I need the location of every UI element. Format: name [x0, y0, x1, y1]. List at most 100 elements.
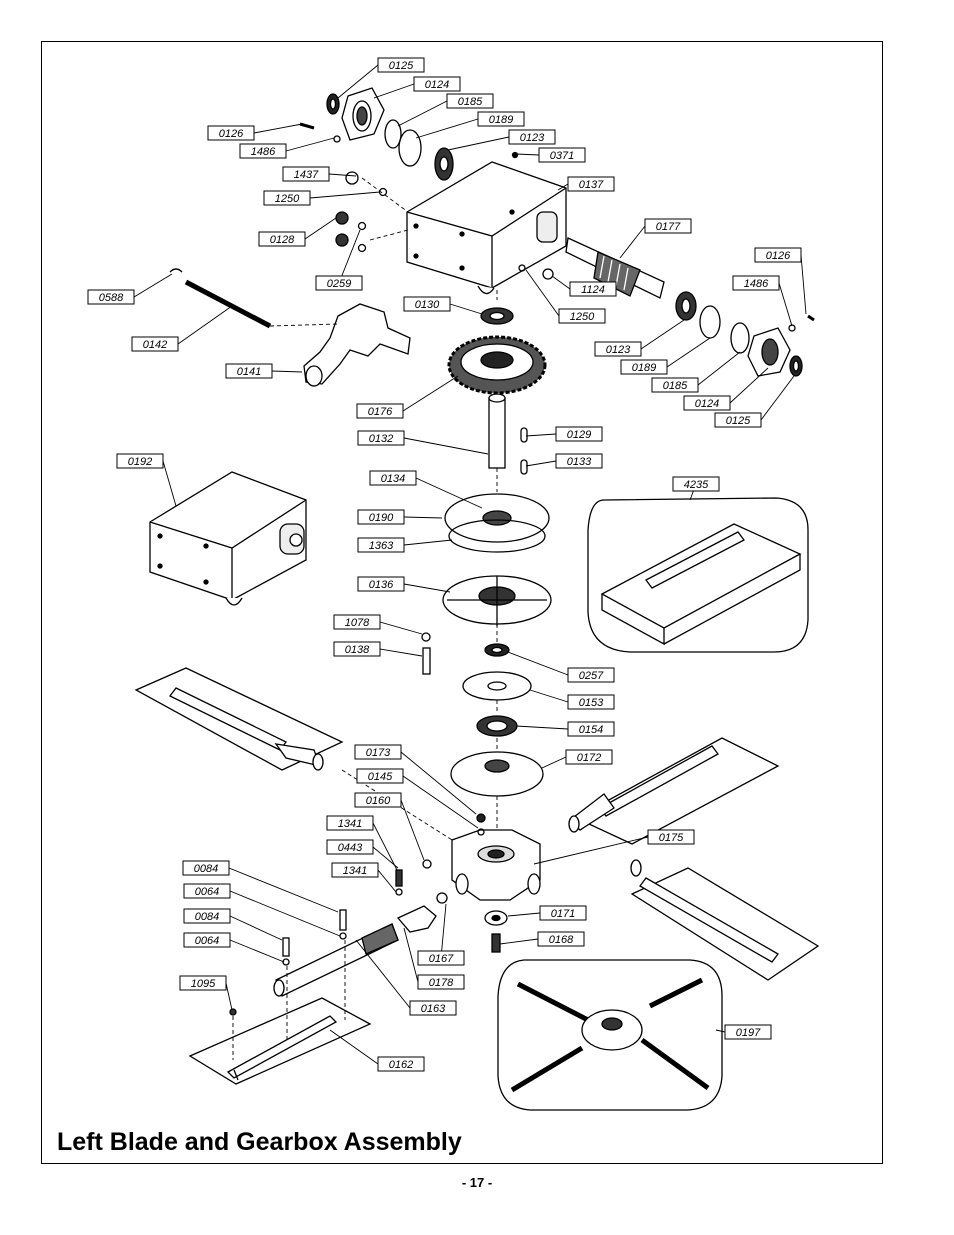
part-label-box [131, 336, 179, 352]
rod-0142 [184, 279, 272, 329]
washer-0167 [436, 892, 448, 904]
blade-lower-right [630, 859, 820, 981]
part-label-text: 0128 [270, 234, 295, 246]
part-label-text: 0132 [369, 433, 393, 445]
leader-line [515, 725, 569, 730]
seal-0125-side [789, 355, 803, 377]
seal-0125-top [326, 93, 340, 115]
part-label-text: 0153 [579, 697, 604, 709]
pin-1095 [229, 1008, 237, 1016]
screw-0126-side [807, 314, 815, 322]
part-label-text: 1486 [251, 146, 276, 158]
pulley-0172 [450, 751, 544, 797]
part-callout-0163: 0163 [355, 939, 457, 1016]
leader-line [402, 375, 459, 412]
part-label-box [644, 218, 692, 234]
part-callout-0125: 0125 [714, 375, 795, 428]
worm-shaft-0177 [565, 237, 665, 299]
gasket-0185-side [730, 322, 750, 354]
part-label-box [331, 862, 379, 878]
leader-line [271, 370, 303, 373]
part-label-text: 0123 [520, 132, 545, 144]
leader-line [329, 1029, 379, 1065]
leader-line [228, 867, 339, 913]
part-label-text: 0125 [389, 60, 414, 72]
fork-0141 [303, 303, 411, 387]
washer-1341 [395, 888, 403, 896]
part-callout-0173: 0173 [354, 744, 477, 815]
part-label-box [409, 1000, 457, 1016]
leader-line [379, 621, 423, 635]
part-label-text: 0129 [567, 429, 591, 441]
leader-line [373, 83, 415, 99]
leader-line [415, 477, 483, 509]
leader-line [372, 822, 398, 871]
part-callout-1486: 1486 [239, 137, 335, 159]
part-callout-0125: 0125 [337, 57, 425, 99]
part-label-box [357, 430, 405, 446]
leader-line [337, 64, 379, 99]
leader-line [715, 1029, 726, 1033]
part-label-box [239, 143, 287, 159]
part-label-box [683, 395, 731, 411]
part-callout-1363: 1363 [357, 537, 453, 553]
leader-line [449, 303, 483, 315]
plug-0371 [511, 151, 519, 159]
part-label-box [567, 721, 615, 737]
part-callout-0126: 0126 [754, 247, 807, 315]
bearing-cap-0124-top [341, 87, 385, 141]
part-label-text: 0145 [368, 771, 393, 783]
part-label-text: 0172 [577, 752, 601, 764]
part-callout-0130: 0130 [403, 296, 483, 315]
bolt-0084b [282, 937, 290, 957]
part-label-box [594, 341, 642, 357]
screw-0126-top [299, 122, 315, 130]
leader-line [285, 137, 335, 152]
part-label-box [620, 359, 668, 375]
part-label-text: 0137 [579, 179, 604, 191]
part-label-box [87, 289, 135, 305]
nut-1124 [542, 268, 554, 280]
part-label-box [538, 147, 586, 163]
leader-line [403, 437, 489, 455]
part-callout-1250: 1250 [263, 190, 381, 206]
part-callout-0129: 0129 [525, 426, 603, 442]
screw-0168 [491, 933, 501, 953]
part-callout-0259: 0259 [315, 229, 363, 291]
part-label-box [183, 908, 231, 924]
part-label-box [357, 576, 405, 592]
part-callout-0371: 0371 [515, 147, 586, 163]
part-label-text: 1363 [369, 540, 394, 552]
part-label-text: 0176 [368, 406, 393, 418]
part-label-box [183, 883, 231, 899]
part-label-text: 1095 [191, 978, 216, 990]
part-label-box [672, 476, 720, 492]
part-callout-0185: 0185 [397, 93, 494, 127]
bearing-0130 [480, 307, 514, 325]
part-label-text: 1486 [744, 278, 769, 290]
part-label-box [413, 76, 461, 92]
part-label-text: 4235 [684, 479, 709, 491]
part-label-box [724, 1024, 772, 1040]
leader-line [402, 775, 479, 829]
part-label-text: 0163 [421, 1003, 446, 1015]
part-label-text: 0142 [143, 339, 167, 351]
part-label-box [565, 749, 613, 765]
part-label-box [326, 839, 374, 855]
cover-0134 [444, 493, 550, 543]
part-label-box [258, 231, 306, 247]
part-callout-0128: 0128 [258, 217, 337, 247]
leader-line [403, 516, 443, 519]
part-label-text: 0133 [567, 456, 592, 468]
part-callout-0153: 0153 [529, 689, 615, 710]
part-label-text: 0162 [389, 1059, 413, 1071]
part-label-text: 0084 [195, 911, 219, 923]
part-label-box [508, 129, 556, 145]
part-label-text: 0134 [381, 473, 405, 485]
part-label-box [356, 403, 404, 419]
bearing-0154 [476, 715, 518, 737]
leader-line [355, 939, 411, 1009]
part-label-text: 1250 [570, 311, 595, 323]
washer-1078 [421, 632, 431, 642]
